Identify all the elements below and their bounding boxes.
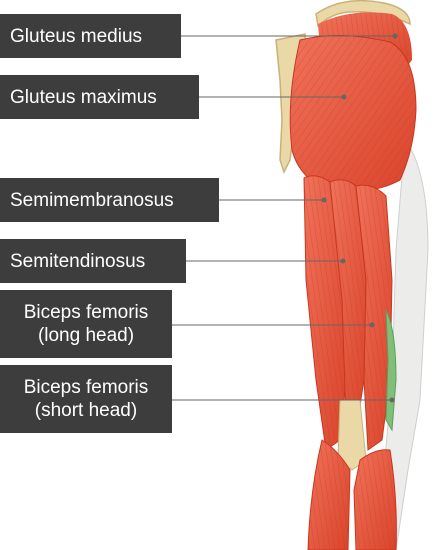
label-semimembranosus: Semimembranosus (0, 178, 219, 222)
leader-dot (389, 397, 395, 403)
leader-dot (392, 33, 398, 39)
label-semitendinosus: Semitendinosus (0, 239, 186, 283)
label-text: Semitendinosus (10, 250, 146, 272)
iliac-crest-bone (315, 0, 411, 28)
leader-dot (369, 322, 375, 328)
leader-dot (340, 258, 346, 264)
leader-dot (321, 197, 327, 203)
label-text-line1: Biceps femoris (23, 302, 149, 323)
label-text-line2: (long head) (37, 325, 135, 346)
label-text: Gluteus maximus (10, 86, 157, 108)
leader-dot (341, 94, 347, 100)
label-gluteus-maximus: Gluteus maximus (0, 75, 199, 119)
label-biceps-femoris-short-head: Biceps femoris (short head) (0, 365, 172, 433)
label-gluteus-medius: Gluteus medius (0, 14, 181, 58)
label-text-line1: Biceps femoris (23, 377, 149, 398)
label-text: Semimembranosus (10, 189, 174, 211)
label-text: Gluteus medius (10, 25, 143, 47)
leader-dots (321, 33, 398, 403)
label-text-line2: (short head) (34, 400, 138, 421)
label-biceps-femoris-long-head: Biceps femoris (long head) (0, 290, 172, 358)
leader-lines (172, 35, 395, 401)
